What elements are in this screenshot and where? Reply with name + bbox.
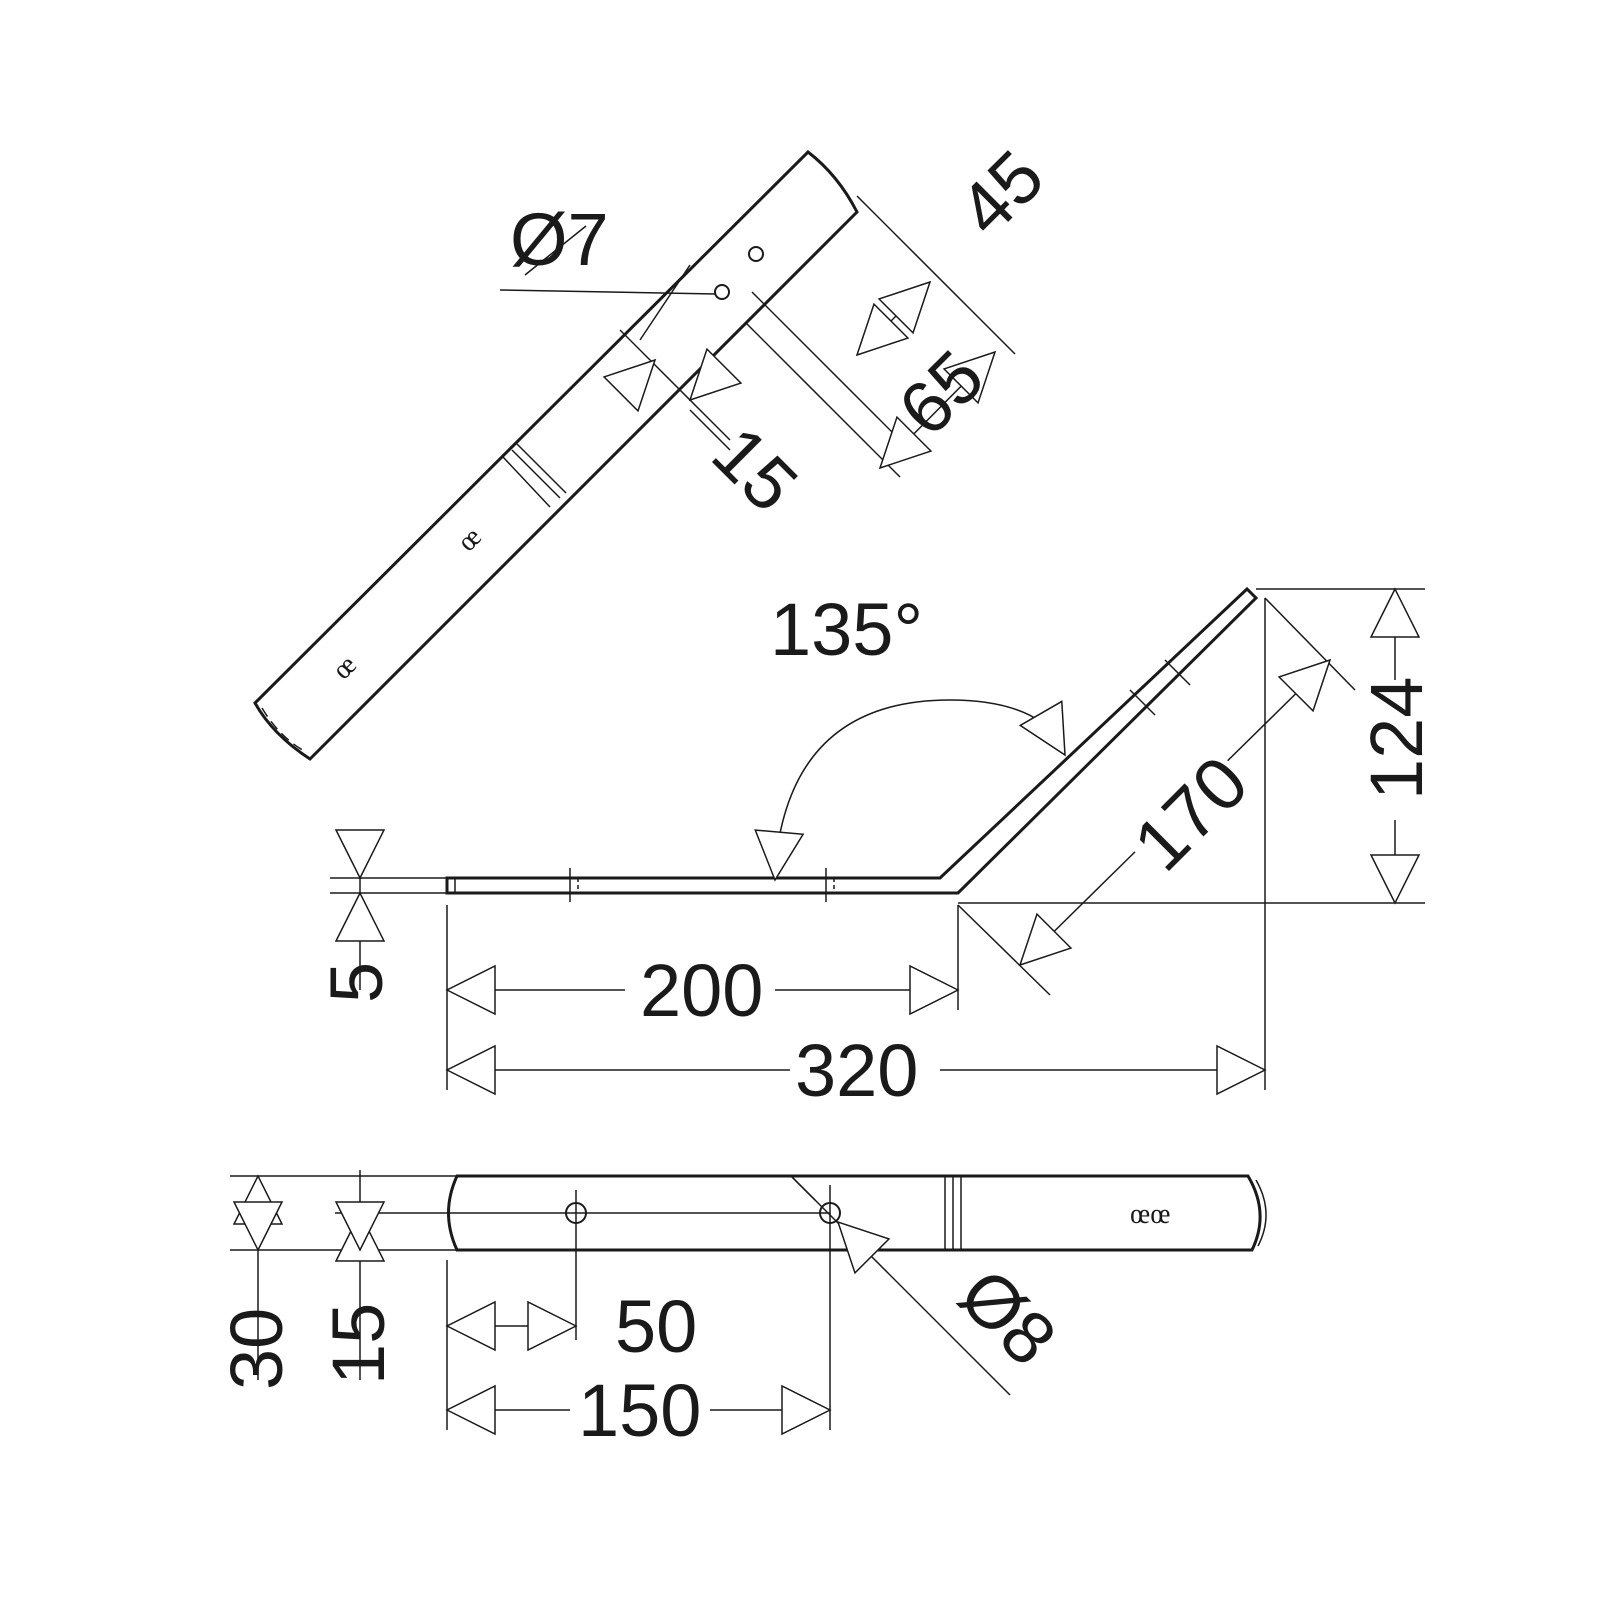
side-view: 135° 5 200 320 170: [315, 586, 1438, 1112]
hole-150-label: 150: [578, 1369, 701, 1452]
hole-50-label: 50: [615, 1285, 697, 1368]
length-320-label: 320: [795, 1029, 918, 1112]
top-view: œ œ Ø7 45 65 15: [253, 134, 1060, 761]
top-hole-2: [748, 246, 764, 262]
bottom-hole-diameter-label: Ø8: [944, 1253, 1072, 1381]
length-200-label: 200: [640, 949, 763, 1032]
angle-label: 135°: [770, 588, 923, 671]
top-mark-1: œ: [452, 521, 488, 557]
bottom-view: œœ 30 15 50 150 Ø8: [215, 1170, 1267, 1452]
leg-170-label: 170: [1118, 740, 1264, 886]
offset-15-label: 15: [317, 1303, 400, 1385]
width-30-label: 30: [215, 1308, 298, 1390]
top-mark-2: œ: [327, 649, 363, 685]
top-bar-outline: [253, 150, 859, 761]
bottom-plate-outline: [447, 1174, 1262, 1252]
bottom-mark: œœ: [1130, 1199, 1170, 1230]
thickness-label: 5: [315, 962, 398, 1003]
top-dimension-45-label: 45: [943, 134, 1060, 251]
top-hole-1: [714, 284, 730, 300]
top-dimension-15-label: 15: [697, 411, 814, 528]
top-hole-diameter-label: Ø7: [510, 198, 609, 281]
height-124-label: 124: [1355, 677, 1438, 800]
